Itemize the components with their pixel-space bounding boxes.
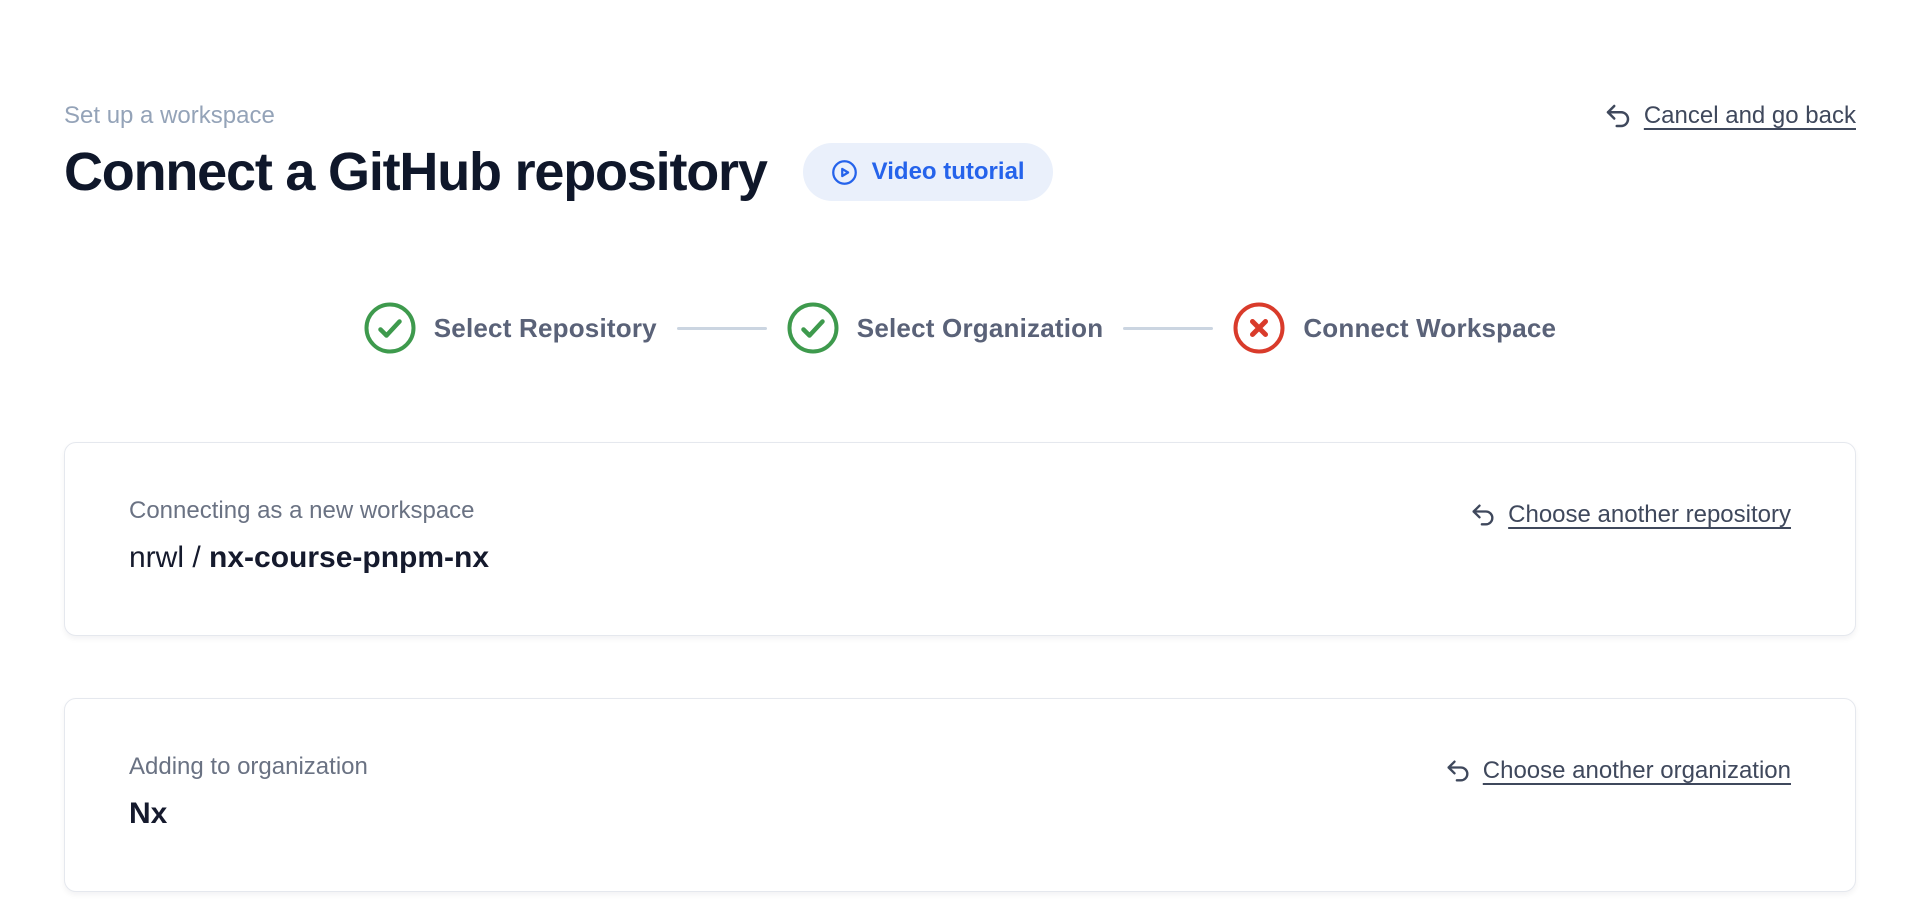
video-tutorial-label: Video tutorial [871, 158, 1025, 185]
x-circle-icon [1233, 302, 1285, 354]
step-label: Select Organization [856, 312, 1104, 343]
page-header: Set up a workspace Connect a GitHub repo… [64, 92, 1856, 202]
card-label: Connecting as a new workspace [129, 497, 475, 524]
play-circle-icon [831, 159, 858, 186]
page-title: Connect a GitHub repository [64, 142, 768, 202]
video-tutorial-button[interactable]: Video tutorial [802, 143, 1053, 201]
step-connector [1123, 326, 1214, 330]
stepper: Select Repository Select Organization Co… [64, 302, 1856, 354]
eyebrow-label: Set up a workspace [64, 102, 275, 129]
card-action-label: Choose another organization [1482, 757, 1791, 784]
check-circle-icon [364, 302, 416, 354]
repository-card: Connecting as a new workspace nrwl / nx-… [64, 442, 1856, 636]
setup-workspace-page: Set up a workspace Connect a GitHub repo… [64, 92, 1856, 892]
check-circle-icon [787, 302, 839, 354]
card-label: Adding to organization [129, 753, 368, 780]
choose-another-repository-link[interactable]: Choose another repository [1469, 499, 1791, 531]
step-select-repository: Select Repository [364, 302, 657, 354]
organization-card: Adding to organization Nx Choose another… [64, 698, 1856, 892]
repository-owner: nrwl / [129, 541, 210, 574]
organization-card-info: Adding to organization Nx [129, 753, 368, 833]
step-label: Select Repository [433, 312, 657, 343]
step-select-organization: Select Organization [787, 302, 1104, 354]
header-titles: Set up a workspace Connect a GitHub repo… [64, 92, 1053, 202]
cancel-link-label: Cancel and go back [1643, 102, 1856, 129]
undo-icon [1469, 501, 1497, 529]
choose-another-organization-link[interactable]: Choose another organization [1444, 755, 1791, 787]
repository-card-info: Connecting as a new workspace nrwl / nx-… [129, 497, 489, 577]
title-row: Connect a GitHub repository Video tutori… [64, 142, 1053, 202]
repository-name: nrwl / nx-course-pnpm-nx [129, 539, 489, 577]
undo-icon [1603, 101, 1633, 131]
repository-slug: nx-course-pnpm-nx [209, 541, 490, 574]
step-connector [676, 326, 767, 330]
step-label: Connect Workspace [1303, 312, 1557, 343]
organization-name: Nx [129, 795, 368, 833]
step-connect-workspace: Connect Workspace [1233, 302, 1556, 354]
cancel-and-go-back-link[interactable]: Cancel and go back [1603, 100, 1856, 132]
undo-icon [1444, 757, 1472, 785]
card-action-label: Choose another repository [1508, 501, 1791, 528]
organization-slug: Nx [129, 797, 168, 830]
